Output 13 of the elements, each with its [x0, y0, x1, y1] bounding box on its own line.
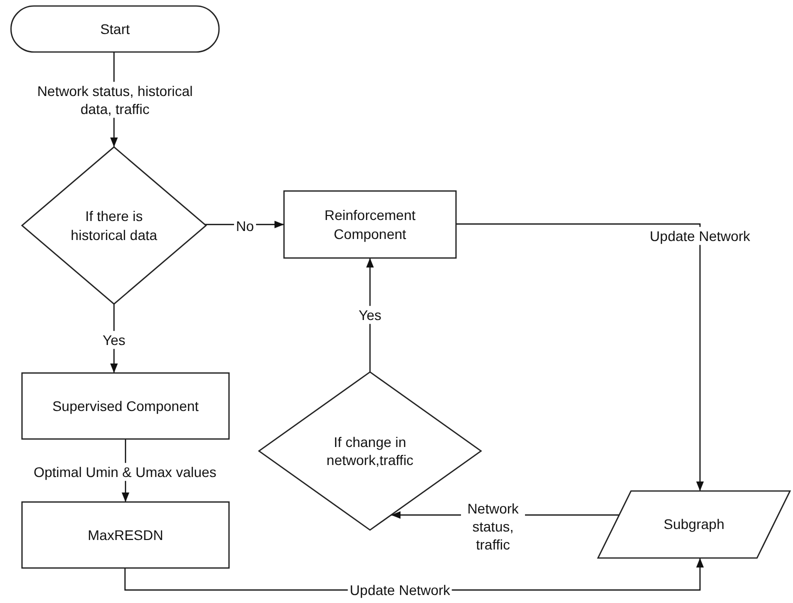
node-text: Reinforcement Component — [323, 206, 417, 243]
node-text: Supervised Component — [52, 396, 199, 416]
node-text: Start — [100, 20, 130, 38]
edge-label: Yes — [100, 330, 128, 350]
edge-label: Update Network — [648, 226, 752, 246]
node-text: If there is historical data — [70, 207, 158, 244]
edge-label: Optimal Umin & Umax values — [32, 462, 218, 482]
edge-label: Yes — [356, 306, 384, 324]
node-text: If change in network,traffic — [326, 432, 414, 470]
arrow — [456, 223, 704, 491]
node-text: MaxRESDN — [88, 526, 164, 544]
node-text: Subgraph — [664, 515, 724, 534]
edge-label: Network status, historical data, traffic — [35, 82, 195, 118]
